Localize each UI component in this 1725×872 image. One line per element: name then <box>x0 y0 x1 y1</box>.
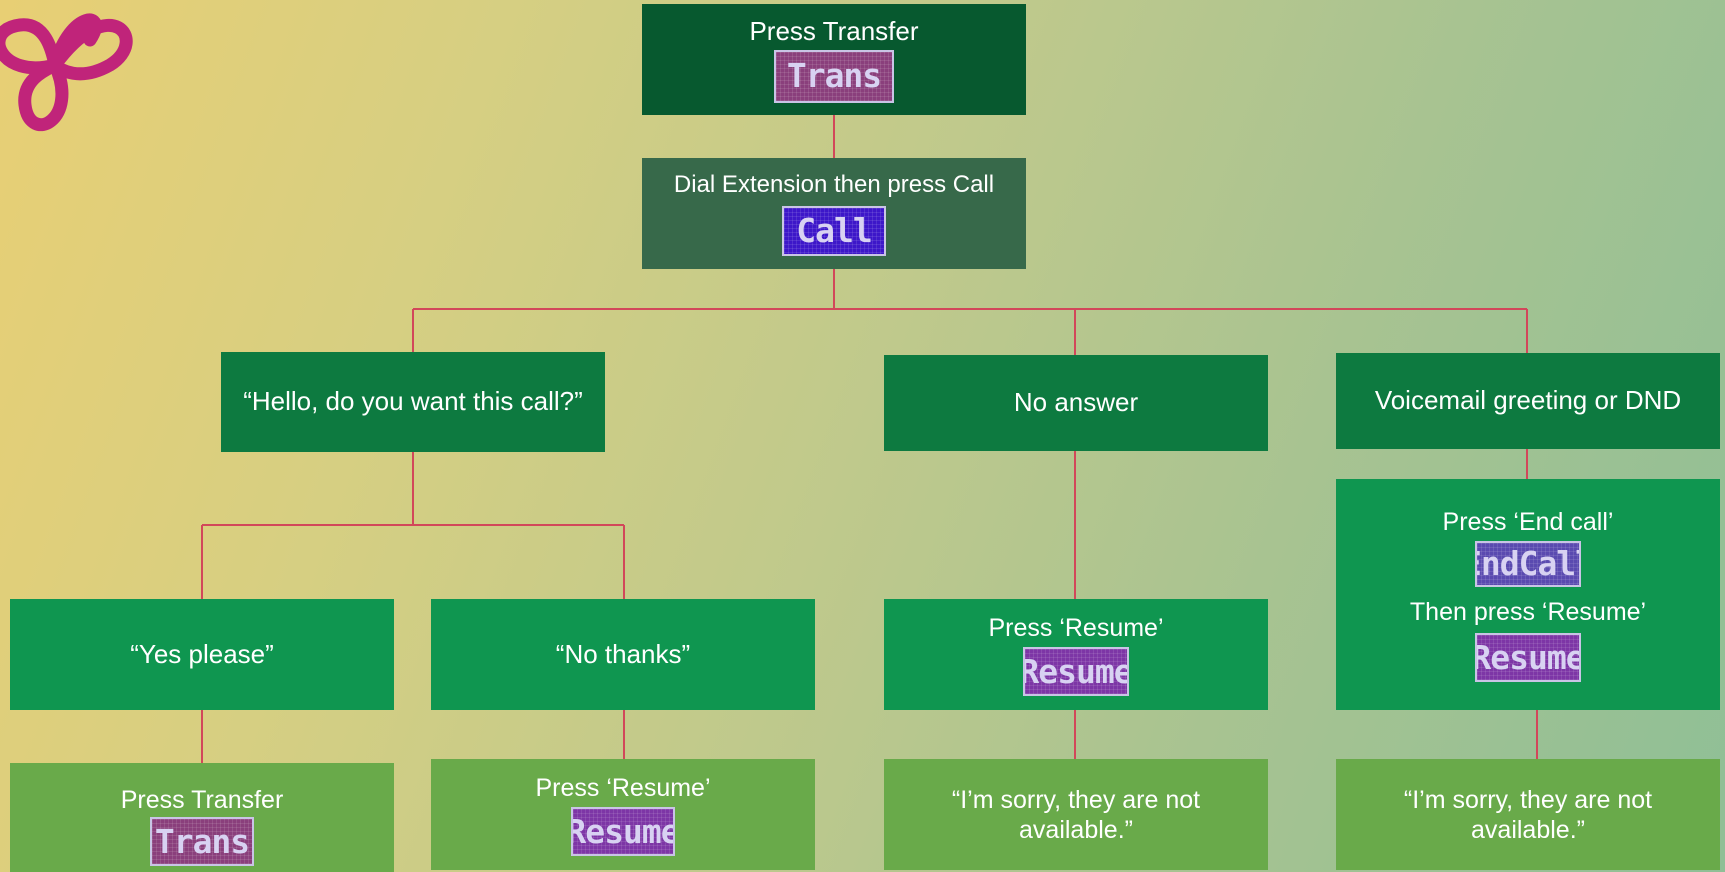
node-yes-please: “Yes please” <box>10 599 394 710</box>
node-label-end-call: Press ‘End call’ <box>1442 508 1614 536</box>
node-label: “I’m sorry, they are not available.” <box>1403 785 1653 844</box>
node-label: Dial Extension then press Call <box>673 171 995 199</box>
node-label: “Yes please” <box>130 638 274 669</box>
node-label: “I’m sorry, they are not available.” <box>951 785 1201 844</box>
node-end-call-then-resume: Press ‘End call’ EndCall Then press ‘Res… <box>1336 479 1720 710</box>
node-label: “No thanks” <box>555 638 691 669</box>
flower-knot-icon <box>0 13 133 131</box>
node-label: No answer <box>1013 387 1139 418</box>
node-press-transfer-root: Press Transfer Trans <box>642 4 1026 115</box>
node-label: Press Transfer <box>120 786 284 814</box>
node-leaf-press-transfer: Press Transfer Trans <box>10 763 394 872</box>
node-label: Press ‘Resume’ <box>535 774 711 802</box>
node-press-resume-mid: Press ‘Resume’ Resume <box>884 599 1268 710</box>
node-leaf-press-resume: Press ‘Resume’ Resume <box>431 759 815 870</box>
node-dial-extension: Dial Extension then press Call Call <box>642 158 1026 269</box>
node-label: Press Transfer <box>749 16 919 47</box>
call-key-icon: Call <box>782 205 886 256</box>
trans-key-icon: Trans <box>774 49 894 103</box>
node-label: “Hello, do you want this call?” <box>243 386 583 417</box>
node-label: Voicemail greeting or DND <box>1374 385 1682 416</box>
node-leaf-sorry-unavailable: “I’m sorry, they are not available.” <box>884 759 1268 870</box>
node-label-then-resume: Then press ‘Resume’ <box>1409 598 1647 626</box>
node-label: Press ‘Resume’ <box>988 614 1164 642</box>
resume-key-icon: Resume <box>571 807 675 856</box>
node-no-thanks: “No thanks” <box>431 599 815 710</box>
node-hello-question: “Hello, do you want this call?” <box>221 352 605 452</box>
node-voicemail-dnd: Voicemail greeting or DND <box>1336 353 1720 449</box>
node-no-answer: No answer <box>884 355 1268 451</box>
resume-key-icon: Resume <box>1023 647 1129 696</box>
node-leaf-sorry-unavailable: “I’m sorry, they are not available.” <box>1336 759 1720 870</box>
endcall-key-icon: EndCall <box>1475 541 1581 587</box>
trans-key-icon: Trans <box>150 817 254 866</box>
resume-key-icon: Resume <box>1475 633 1581 682</box>
